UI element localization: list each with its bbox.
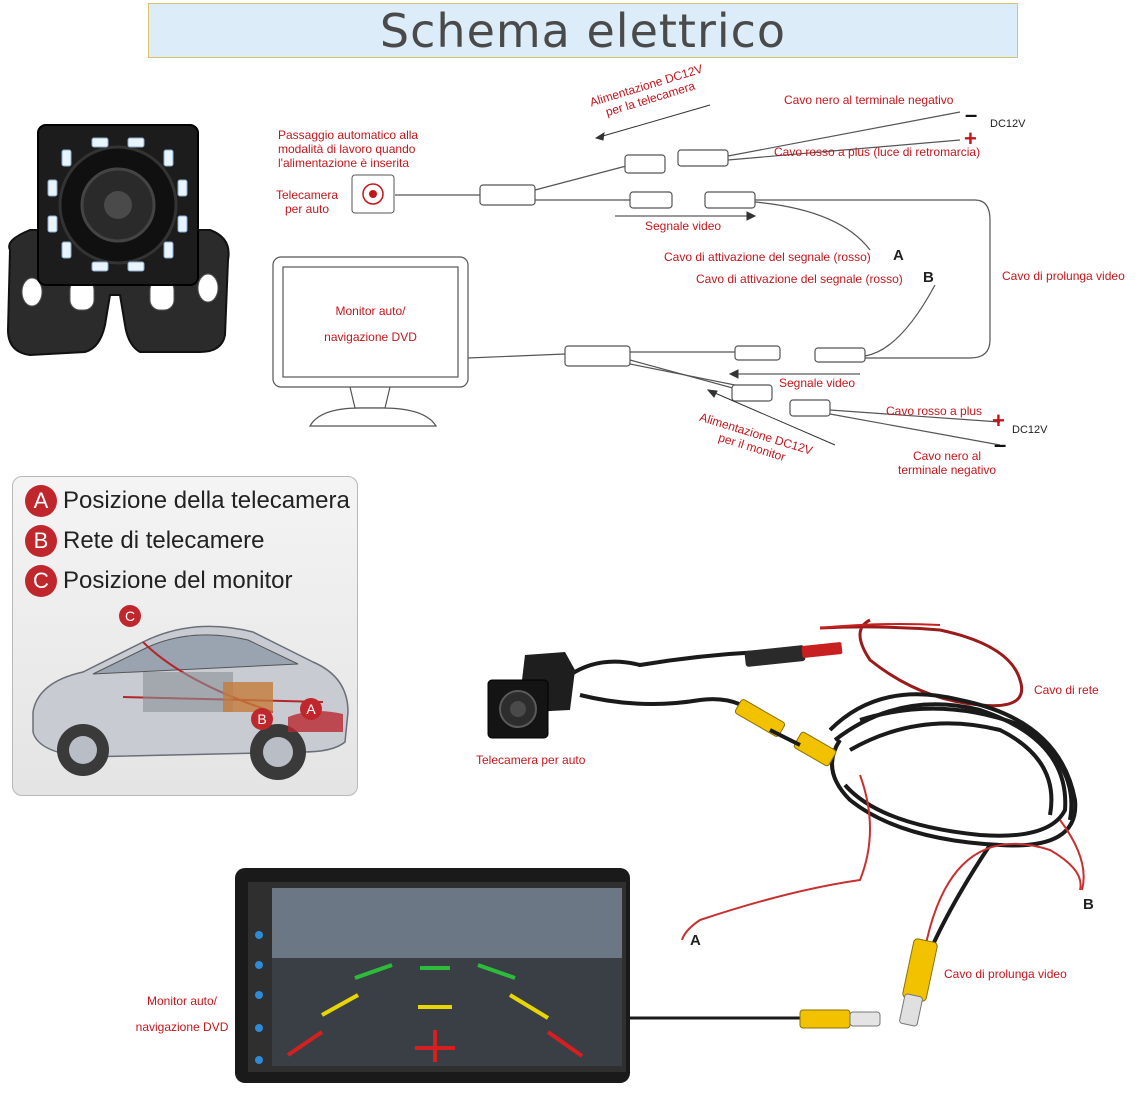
black-negative-label: Cavo nero al terminale negativo bbox=[784, 93, 954, 107]
photo-camera-label: Telecamera per auto bbox=[476, 753, 586, 767]
wiring-diagram: – + + – bbox=[272, 102, 1006, 457]
monitor-label-top: Monitor auto/ navigazione DVD bbox=[324, 304, 417, 344]
letter-b-photo: B bbox=[1083, 896, 1094, 913]
trigger-cable-b-label: Cavo di attivazione del segnale (rosso) bbox=[696, 272, 903, 286]
legend-item-a: A Posizione della telecamera bbox=[25, 485, 350, 517]
page-title: Schema elettrico bbox=[379, 3, 787, 58]
svg-text:+: + bbox=[992, 408, 1005, 433]
extension-cable-label-photo: Cavo di prolunga video bbox=[944, 967, 1067, 981]
extension-cable-label-top: Cavo di prolunga video bbox=[1002, 269, 1125, 283]
led-ring bbox=[47, 137, 188, 272]
legend-text-c: Posizione del monitor bbox=[63, 567, 293, 594]
letter-b-top: B bbox=[923, 269, 934, 286]
auto-mode-label: Passaggio automatico alla modalità di la… bbox=[278, 128, 419, 170]
camera-photo bbox=[6, 124, 230, 357]
legend-text-a: Posizione della telecamera bbox=[63, 487, 350, 514]
black-negative-label-2: Cavo nero al terminale negativo bbox=[898, 449, 997, 477]
legend-item-b: B Rete di telecamere bbox=[25, 525, 264, 557]
dc12v-bottom-label: DC12V bbox=[1012, 424, 1048, 436]
red-plus-label: Cavo rosso a plus bbox=[886, 404, 983, 418]
title-banner: Schema elettrico bbox=[148, 3, 1018, 58]
legend-badge-b: B bbox=[25, 525, 57, 557]
monitor-label-photo: Monitor auto/ navigazione DVD bbox=[135, 994, 229, 1034]
legend-badge-c: C bbox=[25, 565, 57, 597]
svg-text:+: + bbox=[964, 126, 977, 151]
video-signal-label-2: Segnale video bbox=[779, 376, 856, 390]
car-badge-c: C bbox=[119, 605, 141, 627]
mount-hole-right bbox=[197, 273, 219, 303]
photo-camera-icon bbox=[487, 652, 575, 739]
video-signal-label-1: Segnale video bbox=[645, 219, 722, 233]
trigger-cable-a-label: Cavo di attivazione del segnale (rosso) bbox=[664, 250, 871, 264]
letter-a-photo: A bbox=[690, 932, 701, 949]
letter-a-top: A bbox=[893, 247, 904, 264]
small-camera-icon bbox=[351, 174, 395, 214]
svg-text:–: – bbox=[965, 102, 977, 127]
car-badge-b: B bbox=[251, 708, 273, 730]
car-badge-a: A bbox=[300, 698, 322, 720]
mount-hole-left bbox=[21, 277, 43, 307]
legend-badge-a: A bbox=[25, 485, 57, 517]
legend-item-c: C Posizione del monitor bbox=[25, 565, 292, 597]
power-cable-label: Cavo di rete bbox=[1034, 683, 1099, 697]
car-camera-label: Telecamera per auto bbox=[276, 188, 339, 216]
red-plus-reverse-label: Cavo rosso a plus (luce di retromarcia) bbox=[774, 145, 981, 159]
dc12v-top-label: DC12V bbox=[990, 118, 1026, 130]
legend-panel: A Posizione della telecamera B Rete di t… bbox=[12, 476, 358, 796]
svg-text:–: – bbox=[994, 432, 1006, 457]
legend-text-b: Rete di telecamere bbox=[63, 527, 265, 554]
photo-wiring-diagram bbox=[235, 618, 1085, 1083]
